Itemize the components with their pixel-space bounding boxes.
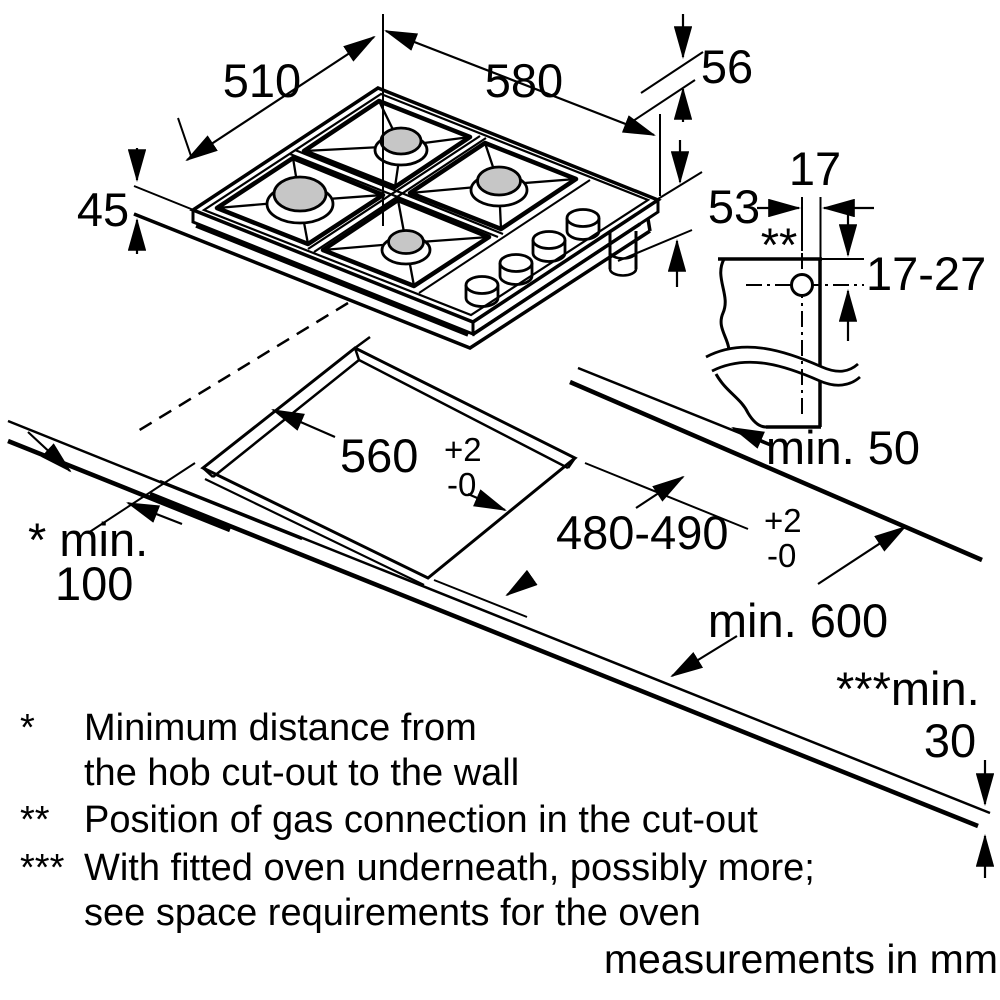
dim-arrow-100-lower [126,501,183,526]
label-min100-text: * min. [28,513,148,566]
label-480-490: 480-490 [556,506,729,559]
gas-connection-hole [790,273,814,297]
projection-dashed-line [132,301,349,436]
label-min600: min. 600 [708,594,888,647]
cutout-dimension-lines [27,408,995,878]
ext-56-lines [632,51,704,122]
label-560: 560 [340,429,418,482]
knob-1 [565,208,601,241]
dim-line-580 [384,29,656,137]
dim-line-600-lower [670,635,738,678]
dim-arrow-100-upper [27,431,72,473]
hob-isometric-view [133,14,662,350]
burner-cap-back [379,126,423,156]
burner-cap-front [387,229,425,255]
knob-strip-divider [418,179,591,294]
detail-17-extension-lines [801,197,822,258]
footnote-marker-3: *** [20,847,65,889]
label-56: 56 [701,40,753,93]
hob-top-rim [201,92,651,317]
pan-support-rails [289,135,504,253]
label-gas-marker: ** [761,218,798,271]
label-17: 17 [789,142,841,195]
dim-line-510 [185,35,376,162]
label-560-tol-plus: +2 [444,431,482,468]
label-480-tol-minus: -0 [767,537,796,574]
hob-dimension-lines [127,14,693,287]
ext-53-lines [617,171,703,262]
detail-break-lines [705,345,861,387]
footnote-text-2: Position of gas connection in the cut-ou… [84,798,758,843]
label-min50: min. 50 [766,421,920,474]
right-wall-base-line [569,379,983,563]
control-knobs [464,208,601,308]
label-510: 510 [223,54,301,107]
gas-connection-detail [705,197,874,449]
label-580: 580 [485,54,563,107]
footnote-row-1: * Minimum distance from the hob cut-out … [20,706,519,796]
units-note: measurements in mm [603,936,998,982]
knob-3 [498,253,534,286]
label-53: 53 [708,180,760,233]
footnote-1-line-2: the hob cut-out to the wall [84,752,520,794]
footnote-text-3: With fitted oven underneath, possibly mo… [84,846,815,936]
detail-worktop-edges [718,257,822,429]
hob-leg [608,231,638,277]
label-480-tol-plus: +2 [764,502,802,539]
worktop-scene [7,301,991,829]
hob-base-tray [133,212,652,350]
dimension-labels: 510 580 56 53 45 17 ** 17-27 min. 50 560… [28,40,986,767]
dim-line-480-lower [505,569,538,597]
footnote-row-3: *** With fitted oven underneath, possibl… [20,846,815,936]
min50-leader-arrow [731,426,771,449]
footnote-row-2: ** Position of gas connection in the cut… [20,798,758,843]
knob-2 [531,230,567,263]
dim-line-600-upper [817,525,907,585]
footnote-marker-2: ** [20,799,50,841]
worktop-front-edge-bottom [149,491,979,829]
label-min30-value: 30 [924,714,976,767]
footnote-3-line-1: With fitted oven underneath, possibly mo… [84,847,815,889]
cutout-outline [200,346,578,580]
ext-510-left [177,117,192,157]
ext-45-lines [133,185,207,241]
label-min30-text: ***min. [836,662,980,715]
footnote-marker-1: * [20,707,35,749]
burner-cap-right [476,165,522,197]
label-17-27: 17-27 [866,247,986,300]
footnote-1-line-1: Minimum distance from [84,707,477,749]
dim-line-560-lower [467,489,507,512]
knob-4 [464,275,500,308]
dim-line-480-upper [635,475,685,509]
label-560-tol-minus: -0 [447,466,476,503]
worktop-front-edge-top [159,479,991,815]
cutout-front-inner-line [204,478,425,586]
burner-cap-left [272,175,328,213]
footnote-2-line-1: Position of gas connection in the cut-ou… [84,799,758,841]
footnote-3-line-2: see space requirements for the oven [84,892,701,934]
burners [265,126,529,266]
label-45: 45 [77,183,129,236]
label-min100-value: 100 [55,557,133,610]
footnote-text-1: Minimum distance from the hob cut-out to… [84,706,519,796]
cutout-corner-ticks [202,335,577,478]
dim-line-560-upper [271,408,336,439]
detail-torn-edge [714,258,767,429]
